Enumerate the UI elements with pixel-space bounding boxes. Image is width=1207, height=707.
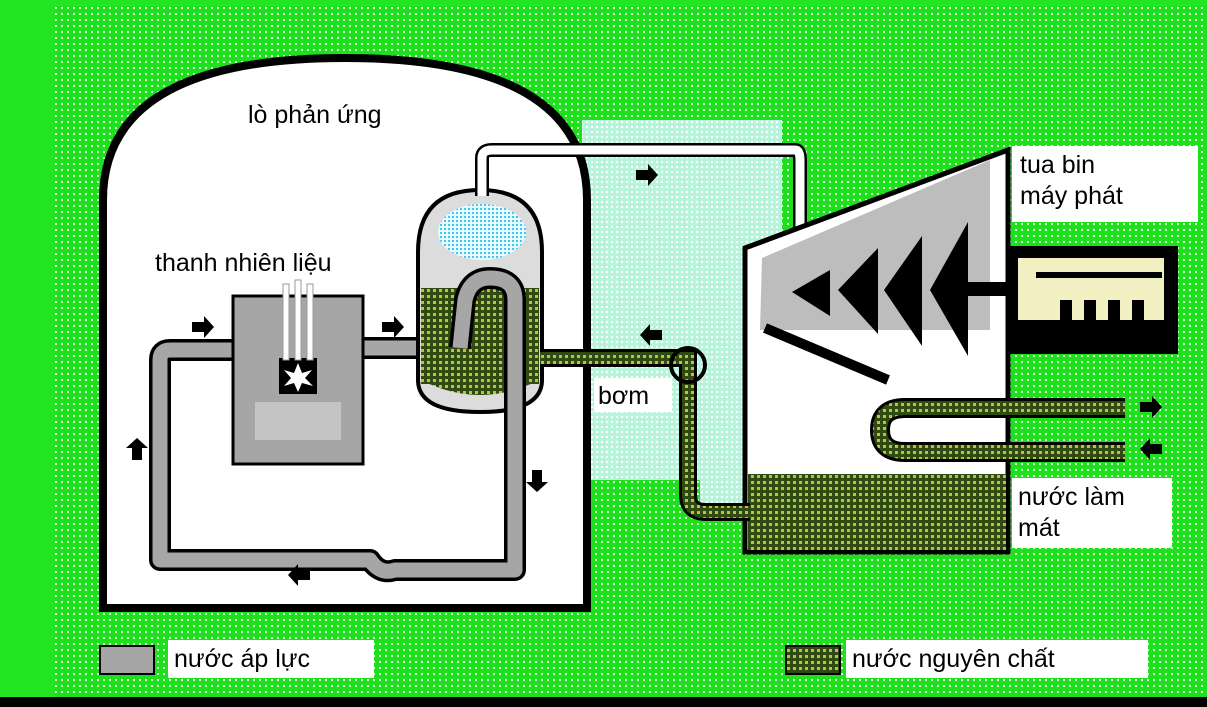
legend-pressurized-label: nước áp lực xyxy=(174,645,311,673)
top-border xyxy=(0,0,1207,6)
turbine-label-line1: tua bin xyxy=(1020,151,1096,179)
reactor-core xyxy=(255,402,341,440)
pump-icon xyxy=(669,346,707,384)
arrow-left-icon xyxy=(640,324,662,346)
arrow-right-icon xyxy=(192,316,214,338)
steam-spray xyxy=(438,204,526,260)
arrow-left-icon xyxy=(288,564,310,586)
pump-label-box xyxy=(594,378,672,412)
turbine-blades xyxy=(792,222,968,356)
flow-arrows xyxy=(126,164,1162,586)
reactor-label: lò phản ứng xyxy=(248,101,382,129)
legend-box-pressurized xyxy=(168,640,374,678)
pump-label: bơm xyxy=(598,382,650,410)
legend-pure-label: nước nguyên chất xyxy=(852,645,1055,673)
generator-bars xyxy=(1036,272,1162,322)
legend-swatch-pure xyxy=(785,645,841,675)
bottom-band xyxy=(0,697,1207,707)
arrow-up-icon xyxy=(126,438,148,460)
cooling-label-line2: mát xyxy=(1018,514,1060,542)
core-flash-icon xyxy=(284,363,313,392)
arrow-right-icon xyxy=(636,164,658,186)
fuel-rods xyxy=(282,279,314,361)
condenser-water xyxy=(748,474,1006,550)
turbine-deflector xyxy=(763,323,890,385)
legend-box-pure xyxy=(846,640,1148,678)
arrow-down-icon xyxy=(526,470,548,492)
turbine-label-box xyxy=(1012,146,1198,222)
turbine-shaft xyxy=(968,282,1014,296)
fuel-rods-label: thanh nhiên liệu xyxy=(155,249,332,277)
legend-swatch-pressurized xyxy=(99,645,155,675)
left-border xyxy=(0,0,55,707)
arrow-left-icon xyxy=(1140,438,1162,460)
cooling-label-box xyxy=(1012,478,1172,548)
cooling-label-line1: nước làm xyxy=(1018,483,1125,511)
arrow-right-icon xyxy=(1140,396,1162,418)
turbine-label-line2: máy phát xyxy=(1020,182,1123,210)
arrow-right-icon xyxy=(382,316,404,338)
